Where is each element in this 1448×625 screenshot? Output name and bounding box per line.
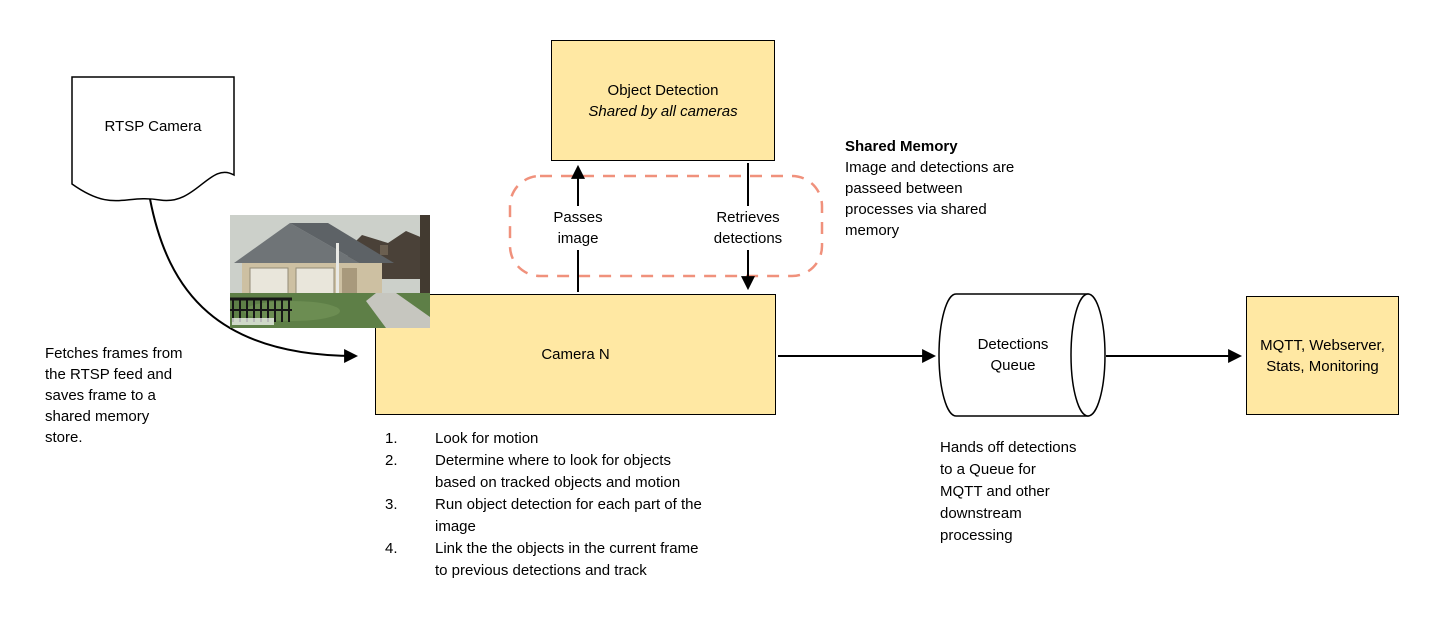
retrieves-detections-label: Retrieves detections [703,206,793,250]
rtsp-camera-label: RTSP Camera [104,118,202,135]
step-number: 1. [385,430,398,447]
edge-label-line: detections [713,230,783,247]
object-detection-title: Object Detection [607,81,719,99]
step-number: 4. [385,540,398,557]
camera-frame-photo [230,215,430,328]
note-line: Image and detections are [845,159,1015,176]
list-item: 4. Link the the objects in the current f… [385,538,765,582]
mqtt-webserver-box: MQTT, Webserver, Stats, Monitoring [1246,296,1399,415]
step-text: Link the the objects in the current fram… [435,540,699,557]
note-line: passeed between [845,180,963,197]
edge-label-line: Retrieves [716,209,780,226]
queue-label-line: Detections [977,336,1049,353]
step-text: to previous detections and track [435,562,647,579]
list-item: 3. Run object detection for each part of… [385,494,765,538]
edge-label-line: image [557,230,599,247]
step-text: based on tracked objects and motion [435,474,681,491]
note-line: the RTSP feed and [45,366,173,383]
camera-frame-illustration [230,215,430,328]
note-line: store. [45,429,83,446]
step-text: Look for motion [435,430,539,447]
passes-image-label: Passes image [545,206,611,250]
shared-memory-dashed-region [508,174,824,278]
camera-n-label: Camera N [541,346,610,363]
rtsp-document-shape [71,76,235,202]
note-line: saves frame to a [45,387,156,404]
sink-label-line: MQTT, Webserver, [1260,336,1385,354]
step-text: Run object detection for each part of th… [435,496,702,513]
camera-steps-list: 1. Look for motion 2. Determine where to… [385,428,765,582]
step-text: Determine where to look for objects [435,452,671,469]
note-line: processing [940,527,1013,544]
queue-label-line: Queue [990,357,1036,374]
note-line: to a Queue for [940,461,1036,478]
note-line: processes via shared [845,201,987,218]
fetch-frames-note: Fetches frames from the RTSP feed and sa… [45,343,235,448]
step-text: image [435,518,476,535]
note-line: shared memory [45,408,150,425]
note-line: Hands off detections [940,439,1077,456]
edge-label-line: Passes [553,209,603,226]
detections-queue-shape [938,293,1089,417]
rtsp-to-camera-arrow [149,198,359,363]
detections-queue-cap [1070,293,1106,417]
camera-n-box: Camera N [375,294,776,415]
note-line: MQTT and other [940,483,1050,500]
queue-handoff-note: Hands off detections to a Queue for MQTT… [940,437,1120,547]
step-number: 3. [385,496,398,513]
list-item: 1. Look for motion [385,428,765,450]
object-detection-subtitle: Shared by all cameras [588,102,738,120]
note-line: Fetches frames from [45,345,183,362]
list-item: 2. Determine where to look for objects b… [385,450,765,494]
object-detection-box: Object Detection Shared by all cameras [551,40,775,161]
note-line: downstream [940,505,1022,522]
shared-memory-note-title: Shared Memory [845,138,958,155]
detections-queue-label: Detections Queue [957,334,1069,376]
step-number: 2. [385,452,398,469]
sink-label-line: Stats, Monitoring [1266,357,1379,375]
shared-memory-note: Shared Memory Image and detections are p… [845,136,1060,241]
note-line: memory [845,222,900,239]
